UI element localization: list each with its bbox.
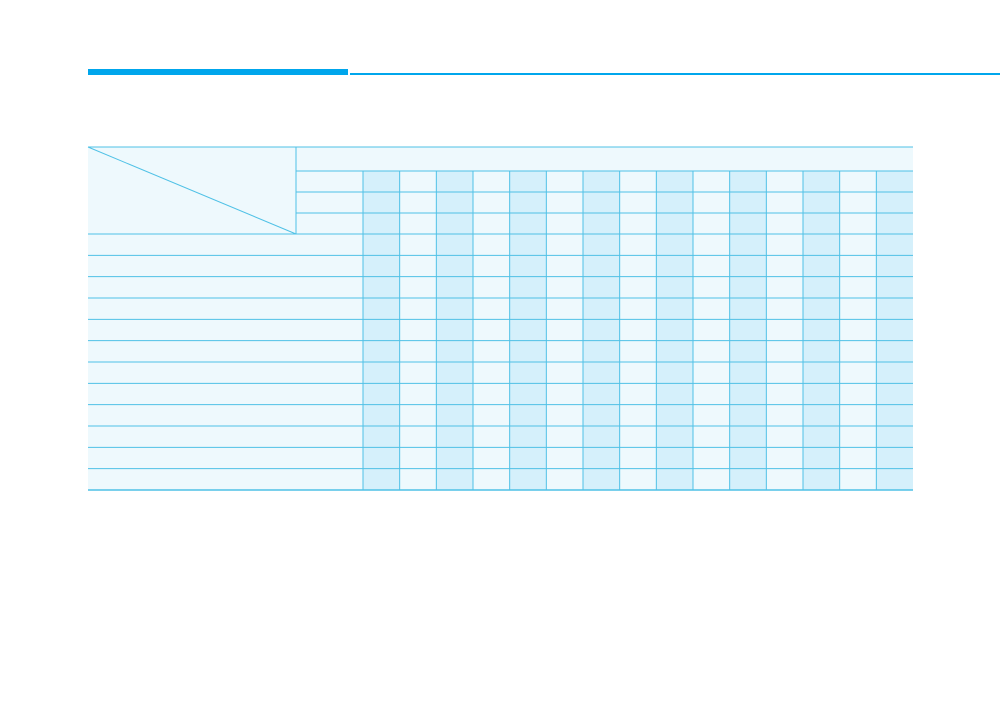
data-column-fill — [693, 171, 730, 490]
header-accent-bar — [88, 69, 348, 75]
data-column-fill — [509, 171, 547, 490]
data-column-fill — [363, 171, 400, 490]
corner-diagonal-line — [87, 146, 297, 235]
data-column-fill — [399, 171, 437, 490]
header-rule-line — [350, 73, 1000, 75]
data-column-fill — [473, 171, 510, 490]
data-column-fill — [656, 171, 693, 490]
data-column-fill — [839, 171, 877, 490]
data-column-fill — [436, 171, 473, 490]
data-column-fill — [619, 171, 657, 490]
data-column-fill — [803, 171, 840, 490]
data-column-fill — [546, 171, 583, 490]
data-column-fill — [766, 171, 803, 490]
data-column-fill — [583, 171, 620, 490]
data-column-fill — [876, 171, 913, 490]
data-column-fill — [729, 171, 767, 490]
